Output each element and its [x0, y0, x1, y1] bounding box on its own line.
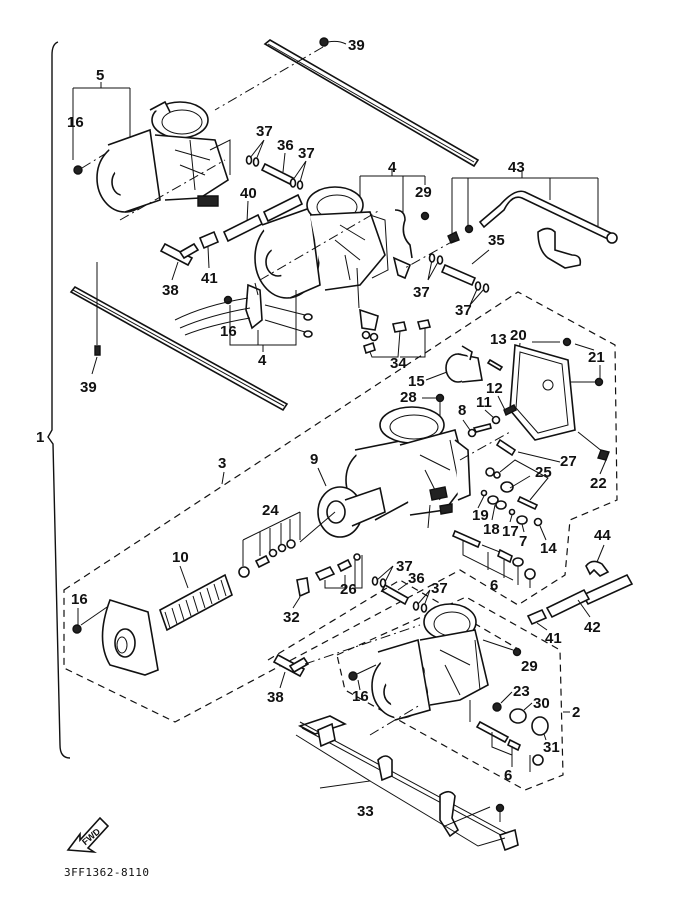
callout-44[interactable]: 44 [594, 527, 611, 544]
callout-8[interactable]: 8 [458, 402, 466, 419]
assembly-3-outline: 3 [63, 291, 618, 723]
part-6-upper: 6 [451, 529, 536, 594]
cover-16-bottom: 16 [71, 591, 159, 676]
rubber-strip-bottom: 39 [69, 262, 289, 412]
callout-37-e[interactable]: 37 [396, 558, 413, 575]
callout-16-d[interactable]: 16 [352, 688, 369, 705]
callout-6-b[interactable]: 6 [504, 767, 512, 784]
callout-23[interactable]: 23 [513, 683, 530, 700]
callout-11[interactable]: 11 [476, 394, 492, 411]
callout-29-b[interactable]: 29 [521, 658, 538, 675]
callout-17[interactable]: 17 [502, 523, 519, 540]
callout-35[interactable]: 35 [488, 232, 505, 249]
callout-39-bottom[interactable]: 39 [80, 379, 97, 396]
callout-34[interactable]: 34 [390, 355, 407, 372]
callout-21[interactable]: 21 [588, 349, 605, 366]
callout-12[interactable]: 12 [486, 380, 503, 397]
bolt-39-top [319, 37, 329, 47]
callout-6-a[interactable]: 6 [490, 577, 498, 594]
joint-35-37: 37 35 37 [404, 232, 505, 319]
assembly-2-outline: 2 [267, 579, 580, 791]
hoses-40-41-38: 40 41 38 [159, 185, 304, 299]
callout-22[interactable]: 22 [590, 475, 607, 492]
cover-group-20: 15 13 20 21 22 [408, 327, 610, 492]
carburetor-4: 4 29 [254, 159, 432, 342]
spring-10: 10 [159, 549, 233, 632]
callout-38-b[interactable]: 38 [267, 689, 284, 706]
callout-19[interactable]: 19 [472, 507, 489, 524]
callout-28[interactable]: 28 [400, 389, 417, 406]
callout-29-a[interactable]: 29 [415, 184, 432, 201]
callout-7[interactable]: 7 [519, 533, 527, 550]
callout-9[interactable]: 9 [310, 451, 318, 468]
forward-direction-marker: FWD [66, 816, 110, 854]
callout-37-f[interactable]: 37 [431, 580, 448, 597]
callout-16-a[interactable]: 16 [67, 114, 84, 131]
callout-39-top[interactable]: 39 [348, 37, 365, 54]
callout-33[interactable]: 33 [357, 803, 374, 820]
parts-24: 24 [238, 502, 301, 578]
part-34: 34 [363, 319, 432, 372]
callout-3[interactable]: 3 [218, 455, 226, 472]
linkage-16-4: 16 4 [174, 282, 313, 369]
joint-36-37-top: 37 36 37 [245, 123, 315, 190]
callout-42[interactable]: 42 [584, 619, 601, 636]
assembly-bracket-1: 1 [36, 41, 71, 759]
callout-4-b[interactable]: 4 [258, 352, 267, 369]
callout-36-b[interactable]: 36 [408, 570, 425, 587]
callout-18[interactable]: 18 [483, 521, 500, 538]
callout-36-a[interactable]: 36 [277, 137, 294, 154]
callout-4-a[interactable]: 4 [388, 159, 397, 176]
throttle-shaft-33: 33 [295, 715, 519, 852]
parts-44-41-42: 44 41 42 [526, 527, 634, 647]
callout-27[interactable]: 27 [560, 453, 577, 470]
callout-30[interactable]: 30 [533, 695, 550, 712]
callout-41-a[interactable]: 41 [201, 270, 218, 287]
jets-group: 27 25 19 18 17 7 14 [472, 438, 577, 557]
callout-10[interactable]: 10 [172, 549, 189, 566]
carburetor-5: 5 16 [67, 67, 231, 221]
callout-25[interactable]: 25 [535, 464, 552, 481]
callout-40[interactable]: 40 [240, 185, 257, 202]
callout-16-c[interactable]: 16 [71, 591, 88, 608]
callout-13[interactable]: 13 [490, 331, 507, 348]
callout-37-a[interactable]: 37 [256, 123, 273, 140]
callout-14[interactable]: 14 [540, 540, 557, 557]
callout-37-d[interactable]: 37 [455, 302, 472, 319]
callout-31[interactable]: 31 [543, 739, 560, 756]
callout-26[interactable]: 26 [340, 581, 357, 598]
callout-20[interactable]: 20 [510, 327, 527, 344]
rubber-strip-top: 39 [214, 37, 480, 168]
diaphragm-9: 9 [299, 451, 386, 543]
callout-24[interactable]: 24 [262, 502, 279, 519]
carburetor-2: 38 16 29 23 30 31 6 [267, 603, 560, 784]
callout-37-c[interactable]: 37 [413, 284, 430, 301]
callout-32[interactable]: 32 [283, 609, 300, 626]
carburetor-3-body [345, 406, 511, 529]
part-43-rod: 43 [447, 159, 618, 269]
callout-43[interactable]: 43 [508, 159, 525, 176]
callout-5[interactable]: 5 [96, 67, 104, 84]
callout-37-b[interactable]: 37 [298, 145, 315, 162]
drawing-code: 3FF1362-8110 [64, 866, 149, 879]
joint-36-37-bottom: 37 36 37 [371, 558, 448, 613]
callout-1[interactable]: 1 [36, 429, 44, 446]
small-parts-top-right: 28 8 11 12 [400, 380, 517, 438]
callout-38-a[interactable]: 38 [162, 282, 179, 299]
callout-41-b[interactable]: 41 [545, 630, 562, 647]
callout-15[interactable]: 15 [408, 373, 425, 390]
callout-2[interactable]: 2 [572, 704, 580, 721]
callout-16-b[interactable]: 16 [220, 323, 237, 340]
parts-26-32: 26 32 [283, 553, 363, 626]
